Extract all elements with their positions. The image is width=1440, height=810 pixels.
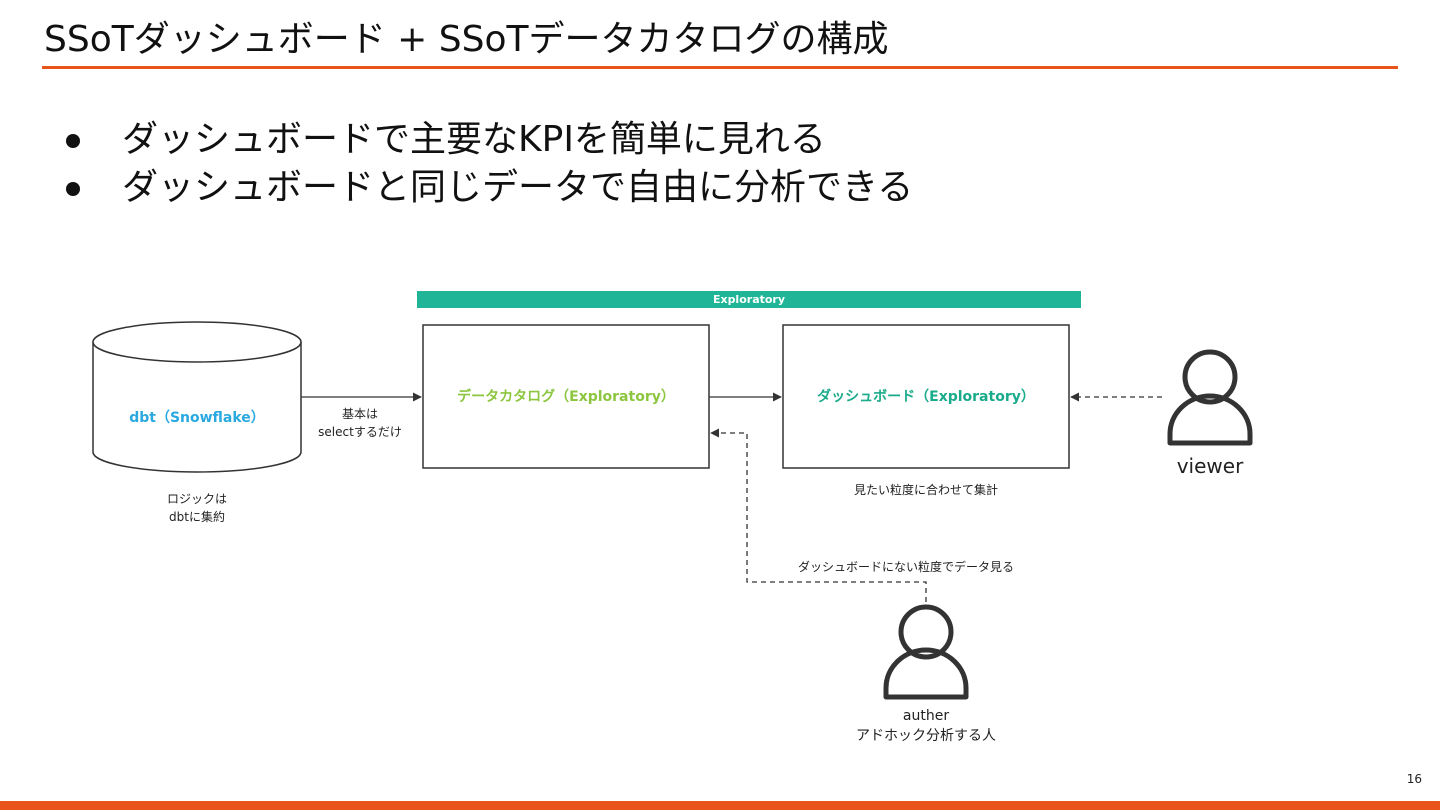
auther-label-line: アドホック分析する人 <box>856 728 996 744</box>
bullet-item: ダッシュボードで主要なKPIを簡単に見れる <box>62 116 913 164</box>
footer-bar <box>0 801 1440 810</box>
bullet-item: ダッシュボードと同じデータで自由に分析できる <box>62 164 913 212</box>
bullet-text: ダッシュボードで主要なKPIを簡単に見れる <box>122 119 826 160</box>
data-catalog-box <box>422 324 710 469</box>
dbt-caption-line: ロジックは <box>166 492 227 506</box>
dashboard-caption: 見たい粒度に合わせて集計 <box>853 483 998 497</box>
database-cylinder-icon <box>92 321 302 473</box>
auther-label: auther アドホック分析する人 <box>826 706 1026 746</box>
dbt-caption-line: dbtに集約 <box>169 510 225 524</box>
exploratory-banner: Exploratory <box>417 291 1081 308</box>
auther-label-line: auther <box>902 708 950 724</box>
title-underline <box>42 66 1398 69</box>
bullet-dot-icon <box>66 182 80 196</box>
bullet-list: ダッシュボードで主要なKPIを簡単に見れる ダッシュボードと同じデータで自由に分… <box>62 116 913 212</box>
dbt-caption: ロジックは dbtに集約 <box>137 490 257 526</box>
dbt-arrow-label: 基本は selectするだけ <box>300 405 420 441</box>
dashboard-box <box>782 324 1070 469</box>
slide-title: SSoTダッシュボード + SSoTデータカタログの構成 <box>44 19 889 60</box>
page-number: 16 <box>1406 772 1422 786</box>
auther-path-label: ダッシュボードにない粒度でデータ見る <box>797 560 1014 574</box>
user-icon <box>1167 349 1253 446</box>
bullet-text: ダッシュボードと同じデータで自由に分析できる <box>122 167 914 208</box>
dashboard-label: ダッシュボード（Exploratory） <box>817 389 1035 405</box>
data-catalog-label: データカタログ（Exploratory） <box>457 389 675 405</box>
bullet-dot-icon <box>66 134 80 148</box>
user-icon <box>883 604 969 700</box>
dbt-arrow-label-line: selectするだけ <box>318 425 402 439</box>
auther-to-catalog-arrow <box>710 428 927 602</box>
dbt-label: dbt（Snowflake） <box>129 410 265 426</box>
viewer-label: viewer <box>1176 454 1244 478</box>
dbt-arrow-label-line: 基本は <box>341 407 378 421</box>
